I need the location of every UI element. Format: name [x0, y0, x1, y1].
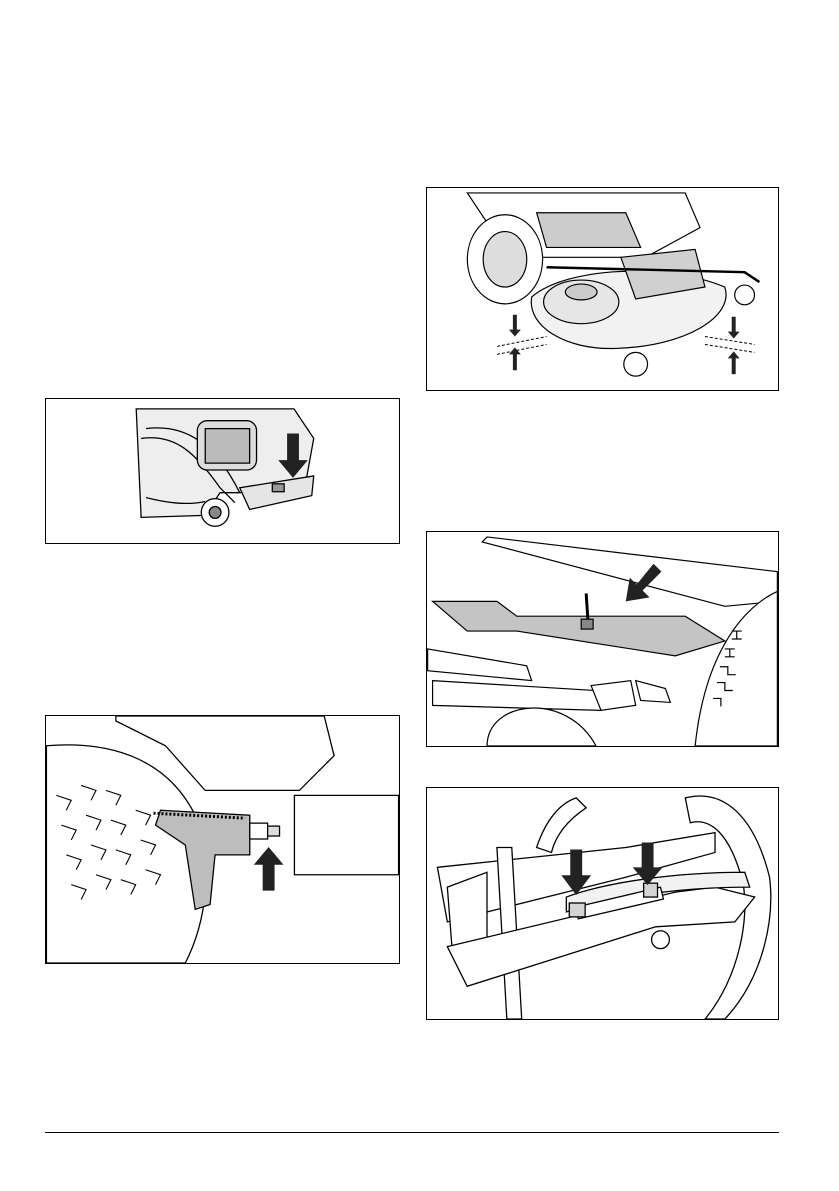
up-arrow-icon [509, 347, 521, 370]
down-arrow-icon [728, 317, 740, 339]
up-arrow-icon [728, 351, 740, 374]
figure-adjust-nut [45, 715, 400, 964]
figure-deck-bracket-screw [426, 531, 779, 747]
up-arrow-icon [254, 847, 284, 891]
figure-mower-deck-level [426, 187, 779, 391]
figure-cutting-height-pedal [45, 398, 400, 544]
figure-lift-rod-nuts [426, 787, 779, 1020]
lift-rod-nuts-illustration [427, 788, 778, 1019]
down-arrow-icon [509, 315, 521, 337]
cutting-height-pedal-illustration [46, 399, 399, 543]
footer-rule [45, 1132, 779, 1133]
deck-bracket-screw-illustration [427, 532, 778, 746]
mower-deck-level-illustration [427, 188, 778, 390]
adjust-nut-illustration [46, 716, 399, 963]
